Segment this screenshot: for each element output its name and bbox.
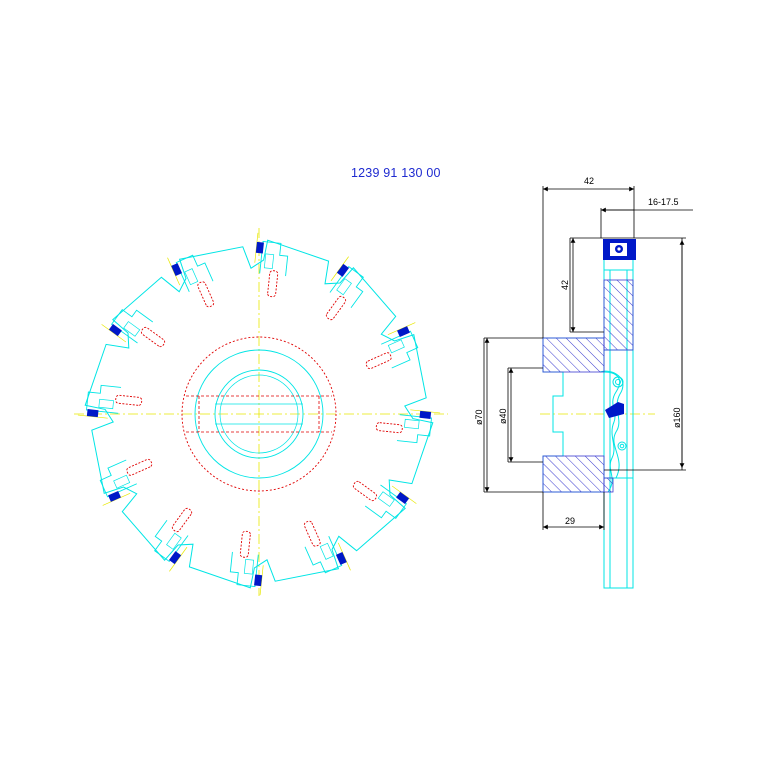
tooth xyxy=(154,507,193,572)
tooth-center-line xyxy=(169,546,188,572)
tooth-seat xyxy=(387,339,405,354)
clamp-screw xyxy=(126,458,153,476)
tooth-seat xyxy=(319,542,334,560)
bore-circle xyxy=(214,369,304,459)
tooth xyxy=(365,322,419,370)
dim-dia-40: ø40 xyxy=(498,408,508,424)
cutting-insert xyxy=(419,410,432,419)
tooth-center-line xyxy=(410,409,441,414)
tooth-seat xyxy=(336,278,352,296)
tooth-seat xyxy=(123,321,141,337)
clamp-screw xyxy=(115,394,143,406)
dim-offset-16: 16-17.5 xyxy=(648,197,679,207)
cutting-insert xyxy=(335,552,347,565)
clamp-screw xyxy=(325,295,347,321)
tooth xyxy=(229,530,264,596)
tooth-seat xyxy=(243,559,255,575)
dim-dia-160: ø160 xyxy=(672,407,682,428)
front-center-lines xyxy=(74,228,448,596)
dim-width-42: 42 xyxy=(584,176,594,186)
cutting-insert xyxy=(396,491,410,504)
cutter-outline xyxy=(84,239,434,589)
part-number-label: 1239 91 130 00 xyxy=(351,166,441,180)
tooth-seat xyxy=(98,398,114,410)
side-dimension-lines xyxy=(484,186,693,530)
body-hidden-circle xyxy=(181,336,337,492)
tooth-seat xyxy=(184,268,199,286)
clamp-screw xyxy=(375,422,403,434)
tooth xyxy=(101,309,166,348)
tooth-seat xyxy=(166,532,182,550)
clamp-screw xyxy=(352,480,378,502)
clamp-screw xyxy=(267,270,279,298)
cutting-insert xyxy=(108,324,122,337)
tooth xyxy=(99,458,153,506)
cutting-insert xyxy=(397,326,410,338)
tooth xyxy=(254,232,289,298)
cutting-insert xyxy=(254,574,263,587)
cutting-insert xyxy=(255,241,264,254)
cutting-insert xyxy=(169,551,182,565)
dim-height-42: 42 xyxy=(560,280,570,290)
tooth xyxy=(325,256,364,321)
clamp-screw xyxy=(171,507,193,533)
tooth-seat xyxy=(113,474,131,489)
tooth-seat xyxy=(404,418,420,430)
cutting-insert xyxy=(108,490,121,502)
dim-dia-70: ø70 xyxy=(474,409,484,425)
teeth-group xyxy=(77,232,441,596)
keyway-lines xyxy=(215,403,303,425)
dim-width-29: 29 xyxy=(565,516,575,526)
hub-outer-circle xyxy=(194,349,324,479)
tooth xyxy=(352,480,417,519)
clamp-screw xyxy=(365,352,392,370)
side-top-insert xyxy=(603,239,636,260)
tooth-center-line xyxy=(77,414,108,419)
cutting-insert xyxy=(171,263,183,276)
tooth-seat xyxy=(377,491,395,507)
clamp-screw xyxy=(140,326,166,348)
side-extension-lines xyxy=(483,186,686,530)
tooth xyxy=(77,384,143,419)
keyway-hidden-lines xyxy=(186,395,332,433)
side-hatch xyxy=(542,279,634,493)
side-mid-insert xyxy=(605,402,624,418)
tooth-seat xyxy=(263,253,275,269)
clamp-screw xyxy=(303,520,321,547)
front-view xyxy=(74,228,448,596)
side-view: 42 16-17.5 42 ø70 ø40 ø160 29 xyxy=(474,176,693,589)
tooth xyxy=(303,520,351,574)
cutting-insert xyxy=(336,263,349,277)
clamp-screw xyxy=(197,281,215,308)
cutting-insert xyxy=(86,409,99,418)
tooth-center-line xyxy=(259,565,264,596)
tooth-center-line xyxy=(254,232,259,263)
clamp-screw xyxy=(239,530,251,558)
bore-inner-circle xyxy=(219,374,299,454)
tooth xyxy=(375,409,441,444)
tooth xyxy=(167,254,215,308)
